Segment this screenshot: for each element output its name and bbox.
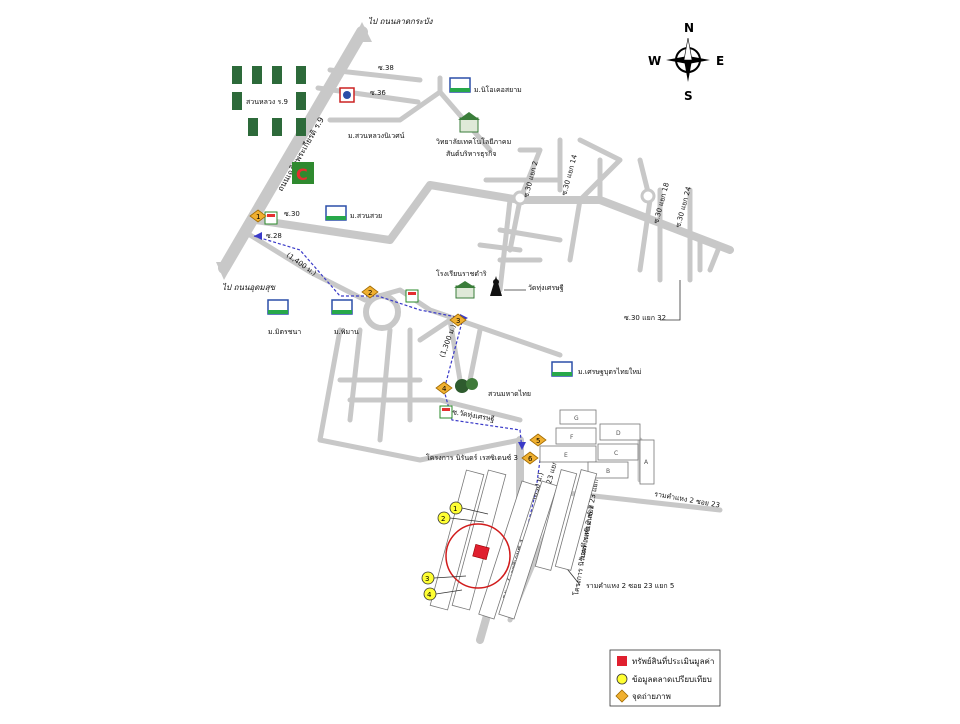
project-blocks: G D F C E B A bbox=[539, 409, 655, 485]
label-school: โรงเรียนราชดำริ bbox=[436, 269, 487, 278]
label-soi-38: ซ.38 bbox=[378, 64, 394, 72]
svg-text:F: F bbox=[570, 434, 574, 441]
svg-text:D: D bbox=[616, 430, 621, 437]
photo-point-icon[interactable]: 2 bbox=[361, 285, 379, 299]
photo-point-icon[interactable]: 6 bbox=[521, 451, 539, 465]
lot-strip-left bbox=[429, 469, 507, 611]
svg-text:B: B bbox=[606, 468, 610, 475]
svg-text:G: G bbox=[574, 415, 579, 422]
subject-property[interactable] bbox=[472, 544, 490, 560]
school-building-icon bbox=[458, 112, 480, 133]
label-soi-30-yaek-18: ซ.30 แยก 18 bbox=[652, 182, 671, 225]
svg-text:4: 4 bbox=[442, 385, 447, 393]
label-muban-mitchanan: ม.มิตรชนา bbox=[268, 328, 301, 336]
house-icon bbox=[449, 77, 471, 93]
convenience-store-icon bbox=[264, 211, 278, 225]
svg-text:3: 3 bbox=[425, 575, 429, 583]
compass-west: W bbox=[648, 54, 661, 68]
comparable-point-icon[interactable]: 4 bbox=[423, 587, 437, 601]
shopping-logo-icon: C bbox=[292, 162, 314, 184]
legend-subject-label: ทรัพย์สินที่ประเมินมูลค่า bbox=[632, 655, 714, 667]
photo-point-icon[interactable]: 3 bbox=[449, 313, 467, 327]
comparable-point-icon[interactable]: 2 bbox=[437, 511, 451, 525]
svg-text:E: E bbox=[564, 452, 568, 459]
gas-station-icon bbox=[339, 87, 355, 103]
label-muban-setthabut: ม.เศรษฐบุตรไทยใหม่ bbox=[578, 367, 642, 376]
svg-text:2: 2 bbox=[368, 289, 372, 297]
legend-subject-swatch bbox=[617, 656, 627, 666]
svg-text:C: C bbox=[296, 165, 308, 184]
photo-markers: 1 2 3 4 5 6 bbox=[249, 209, 547, 465]
house-icon bbox=[331, 299, 353, 315]
lot-strip-right bbox=[534, 469, 598, 571]
leader-soi-32 bbox=[660, 280, 681, 321]
label-to-lat-krabang: ไป ถนนลาดกระบัง bbox=[368, 16, 434, 26]
park-icon bbox=[455, 378, 478, 393]
house-icon bbox=[551, 361, 573, 377]
photo-point-icon[interactable]: 1 bbox=[249, 209, 267, 223]
label-college-line2: สันต์บริหารธุรกิจ bbox=[446, 150, 496, 158]
svg-text:1: 1 bbox=[256, 213, 260, 221]
compass-north: N bbox=[684, 21, 694, 35]
comparable-point-icon[interactable]: 3 bbox=[421, 571, 435, 585]
convenience-store-icon bbox=[405, 289, 419, 303]
legend-photo-swatch bbox=[615, 689, 629, 703]
convenience-store-icon bbox=[439, 405, 453, 419]
svg-text:4: 4 bbox=[427, 591, 432, 599]
school-building-icon bbox=[454, 281, 476, 299]
label-suan-mahatthai: สวนมหาดไทย bbox=[488, 389, 531, 398]
photo-point-icon[interactable]: 5 bbox=[529, 433, 547, 447]
comparable-markers: 1 2 3 4 bbox=[421, 501, 489, 601]
label-muban-suan-luang: ม.สวนหลวงนิเวศน์ bbox=[348, 132, 405, 140]
svg-text:6: 6 bbox=[528, 455, 533, 463]
label-ramkhamhaeng-23-5: รามคำแหง 2 ซอย 23 แยก 5 bbox=[586, 582, 674, 590]
house-icon bbox=[325, 205, 347, 221]
label-college: วิทยาลัยเทคโนโลยีภาคม bbox=[436, 137, 511, 146]
label-soi-30-yaek-14: ซ.30 แยก 14 bbox=[560, 153, 579, 196]
legend-comparable-label: ข้อมูลตลาดเปรียบเทียบ bbox=[632, 675, 712, 685]
svg-text:A: A bbox=[644, 459, 649, 466]
label-muban-nichada: ม.นิโอเคอสยาม bbox=[474, 85, 522, 94]
legend-photo-label: จุดถ่ายภาพ bbox=[632, 692, 671, 701]
svg-text:C: C bbox=[614, 450, 618, 457]
label-muban-phiman: ม.พิมาน bbox=[334, 328, 359, 336]
label-to-udom-suk: ไป ถนนอุดมสุข bbox=[222, 282, 276, 293]
house-icon bbox=[267, 299, 289, 315]
legend: ทรัพย์สินที่ประเมินมูลค่า ข้อมูลตลาดเปรี… bbox=[609, 649, 721, 707]
label-soi-30: ซ.30 bbox=[284, 210, 300, 218]
svg-text:2: 2 bbox=[441, 515, 445, 523]
label-soi-30-yaek-32: ซ.30 แยก 32 bbox=[624, 314, 666, 322]
svg-text:5: 5 bbox=[536, 437, 540, 445]
label-soi-36: ซ.36 bbox=[370, 89, 386, 97]
subject-circle bbox=[445, 523, 511, 589]
legend-comparable-swatch bbox=[616, 673, 628, 685]
label-wat: วัดทุ่งเศรษฐี bbox=[528, 284, 564, 292]
svg-text:3: 3 bbox=[456, 317, 460, 325]
compass-south: S bbox=[684, 89, 693, 103]
svg-text:1: 1 bbox=[453, 505, 457, 513]
temple-icon bbox=[490, 276, 502, 296]
label-soi-28: ซ.28 bbox=[266, 232, 282, 240]
compass-east: E bbox=[716, 54, 724, 68]
photo-point-icon[interactable]: 4 bbox=[435, 381, 453, 395]
label-suan-luang: สวนหลวง ร.9 bbox=[246, 98, 288, 106]
label-muban-suan-suay: ม.สวนสวย bbox=[350, 212, 382, 220]
label-project: โครงการ นิรันดร์ เรสซิเดนซ์ 3 bbox=[426, 453, 518, 462]
compass: N S E W bbox=[648, 21, 724, 103]
comparable-point-icon[interactable]: 1 bbox=[449, 501, 463, 515]
park-trees-icon bbox=[232, 66, 306, 136]
